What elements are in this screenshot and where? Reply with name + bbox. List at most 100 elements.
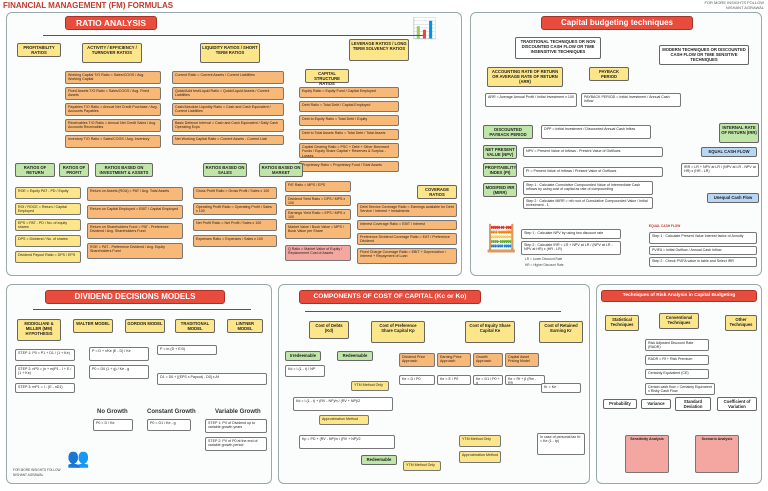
model-walter: WALTER MODEL <box>73 319 113 333</box>
leverage-item-3: Debt to Total Assets Ratio = Total Debt … <box>299 129 399 140</box>
no-growth-formula: P0 = D / Ke <box>93 419 133 431</box>
ke-dp-formula: Ke = D / P0 <box>399 375 435 385</box>
discounted-payback-label: DISCOUNTED PAYBACK PERIOD <box>483 125 533 139</box>
stat-coef-variation: Coefficient of Variation <box>717 397 757 411</box>
ratios-of-profit-label: RATIOS OF PROFIT <box>59 163 89 177</box>
sales-item-0: Gross Profit Ratio = Gross Profit / Sale… <box>193 187 277 199</box>
ke-approach-capm: Capital Asset Pricing Model <box>505 353 539 367</box>
ke-approach-growth: Growth Approach <box>473 353 503 367</box>
npv-label: NET PRESENT VALUE (NPV) <box>483 145 517 159</box>
leverage-item-0: Equity Ratio = Equity Fund / Capital Emp… <box>299 87 399 98</box>
mirr-label: MODIFIED IRR (MIRR) <box>483 183 517 197</box>
component-kd: Cost of Debts (Kd) <box>309 321 349 339</box>
header-credit-line1: FOR MORE INSIGHTS FOLLOW <box>704 0 764 5</box>
leverage-item-5: Proprietary Ratio = Proprietary Fund / T… <box>299 161 399 172</box>
radr-formula: RADR = Rf + Risk Premium <box>645 355 709 365</box>
payback-label: PAYBACK PERIOD <box>589 67 629 81</box>
traditional-techniques-label: TRADITIONAL TECHNIQUES OR NON DISCOUNTED… <box>515 37 601 59</box>
kp-ytm: YTM Method Only <box>403 461 441 471</box>
lintner-formula: D1 = D0 + [(EPS x Payout) - D0] x Af <box>157 373 267 385</box>
return-item-2: EPS = PAT - PD / No. of equity shares <box>15 219 81 231</box>
stat-std-dev: Standard Deviation <box>675 397 711 411</box>
irr-formula-top: IRR = LR + NPV at LR / (NPV at LR - NPV … <box>681 163 759 177</box>
activity-item-4: Inventory T/O Ratio = Sales/COGS / Avg. … <box>65 135 161 148</box>
equal-step-3: Step 2 : Check PVIFA value in table and … <box>649 257 757 267</box>
ce-formula: Certain cash flow = Certainty Equivalent… <box>645 383 715 395</box>
growth-no: No Growth <box>97 409 128 415</box>
component-ke: Cost of Equity Share Capital Ke <box>465 321 515 343</box>
sales-item-3: Expenses Ratio = Expenses / Sales x 100 <box>193 235 277 247</box>
market-item-4: Q Ratio = Market Value of Equity / Repla… <box>285 245 351 261</box>
mm-step-2: STEP 2: nP0 = (n + m)P1 - I + E / (1 + K… <box>15 365 75 379</box>
irr-label: INTERNAL RATE OF RETURN (IRR) <box>719 123 759 143</box>
variable-step-1: STEP 1: PV of Dividend up to variable gr… <box>205 419 267 433</box>
activity-item-0: Working Capital T/O Ratio = Sales/COGS /… <box>65 71 161 84</box>
coverage-item-3: Fixed Charge Coverage Ratio = EBIT + Dep… <box>357 248 457 264</box>
mm-step-1: STEP 1: P0 = P1 + D1 / (1 + Ke) <box>15 349 75 361</box>
pi-label: PROFITABILITY INDEX (PI) <box>483 163 517 177</box>
irr-step-2: Step 2 : Calculate IRR = LR + NPV at LR … <box>521 241 621 255</box>
constant-growth-formula: P0 = D1 / Ke - g <box>147 419 191 431</box>
kd-approx: Approximation Method <box>319 415 369 425</box>
ke-growth-formula: Ke = D1 / P0 + g <box>473 375 503 385</box>
liquidity-item-0: Current Ratio = Current Assets / Current… <box>172 71 284 84</box>
arr-formula: ARR = Average Annual Profit / Initial In… <box>485 93 577 107</box>
stat-variance: Variance <box>641 399 671 409</box>
capital-budgeting-panel: Capital budgeting techniques TRADITIONAL… <box>470 12 762 276</box>
return-item-3: DPS = Dividend / No. of shares <box>15 235 81 247</box>
model-lintner: LINTNER MODEL <box>227 319 263 333</box>
liquidity-item-2: Cash/Absolute Liquidity Ratio = Cash and… <box>172 103 284 116</box>
leverage-item-4: Capital Gearing Ratio = PSC + Debt + Oth… <box>299 143 399 158</box>
unequal-cash-flow-label: Unequal Cash Flow <box>707 193 759 203</box>
kd-irredeemable-formula: Kd = I (1 - t) / NP <box>285 365 325 377</box>
coverage-item-1: Interest Coverage Ratio = EBIT / Interes… <box>357 220 457 230</box>
kd-ytm: YTM Method Only <box>351 381 389 391</box>
activity-item-3: Receivables T/O Ratio = Annual Net Credi… <box>65 119 161 132</box>
model-traditional: TRADITIONAL MODEL <box>175 319 215 333</box>
growth-variable: Variable Growth <box>215 409 261 415</box>
coverage-item-2: Preference Dividend Coverage Ratio = EAT… <box>357 233 457 245</box>
stat-probability: Probability <box>603 399 637 409</box>
risk-analysis-panel: Techniques of Risk Analysis in Capital B… <box>596 284 762 484</box>
dividend-footer-line1: FOR MORE INSIGHTS FOLLOW <box>13 468 61 472</box>
ratios-on-sales-label: RATIOS BASED ON SALES <box>203 163 247 177</box>
liquidity-item-4: Net Working Capital Ratio = Current Asse… <box>172 135 284 145</box>
model-gordon: GORDON MODEL <box>125 319 165 333</box>
arr-label: ACCOUNTING RATE OF RETURN OR AVERAGE RAT… <box>487 67 563 87</box>
profit-item-1: Return on Capital Employed = EBIT / Capi… <box>87 205 183 219</box>
leverage-item-1: Debt Ratio = Total Debt / Capital Employ… <box>299 101 399 112</box>
ke-ytm: YTM Method Only <box>459 435 501 447</box>
ratio-analysis-panel: RATIO ANALYSIS 📊 PROFITABILITY RATIOS AC… <box>6 12 462 276</box>
market-item-2: Earnings Yield Ratio = EPS / MPS x 100 <box>285 209 351 220</box>
sales-item-1: Operating Profit Ratio = Operating Profi… <box>193 203 277 215</box>
equal-step-2: PVIFA = Initial Outflow / Annual Cash In… <box>649 246 757 255</box>
ce-label: Certainty Equivalent (CE) <box>645 369 709 379</box>
irr-legend-lr: LR = Lower Discount Rate <box>525 257 563 261</box>
activity-item-1: Fixed Assets T/O Ratio = Sales/COGS / Av… <box>65 87 161 100</box>
variable-step-2: STEP 2: PV of P0 at the end of variable … <box>205 437 267 451</box>
coverage-ratios-label: COVERAGE RATIOS <box>417 185 457 199</box>
kp-redeemable: Redeemable <box>361 455 397 465</box>
liquidity-ratios-label: LIQUIDITY RATIOS / SHORT TERM RATIOS <box>200 43 260 63</box>
component-kr: Cost of Retained Earning Kr <box>539 321 583 343</box>
return-item-0: ROE = Equity PAT - PD / Equity <box>15 187 81 199</box>
capital-structure-label: CAPITAL STRUCTURE RATIOS <box>305 69 349 86</box>
equal-cash-flow-top-label: EQUAL CASH FLOW <box>701 147 757 157</box>
header-credit-line2: NISHANT AGRAWAL <box>725 4 764 10</box>
dividend-footer-line2: NISHANT AGRAWAL <box>13 473 44 477</box>
cost-of-capital-title: COMPONENTS OF COST OF CAPITAL (Kc or Ko) <box>299 290 481 304</box>
kd-redeemable: Redeemable <box>337 351 373 361</box>
capital-budgeting-title: Capital budgeting techniques <box>541 16 693 30</box>
leverage-ratios-label: LEVERAGE RATIOS / LONG TERM SOLVENCY RAT… <box>349 39 409 61</box>
page-title: FINANCIAL MANAGEMENT (FM) FORMULAS <box>3 1 174 10</box>
leverage-item-2: Debt to Equity Ratio = Total Debt / Equi… <box>299 115 399 126</box>
other-scenario: Scenario Analysis <box>695 435 739 473</box>
return-item-4: Dividend Payout Ratio = DPS / EPS <box>15 251 81 263</box>
irr-legend-hr: HR = Higher Discount Rate <box>525 263 564 267</box>
discounted-payback-formula: DPP = Initial Investment / Discounted An… <box>541 125 651 139</box>
radr-label: Risk Adjusted Discount Rate (RADR) <box>645 339 709 351</box>
sales-item-2: Net Profit Ratio = Net Profit / Sales x … <box>193 219 277 231</box>
growth-constant: Constant Growth <box>147 409 196 415</box>
profit-item-3: ROE = PAT - Preference Dividend / Avg. E… <box>87 243 183 259</box>
risk-group-conventional: Conventional Techniques <box>659 313 699 329</box>
